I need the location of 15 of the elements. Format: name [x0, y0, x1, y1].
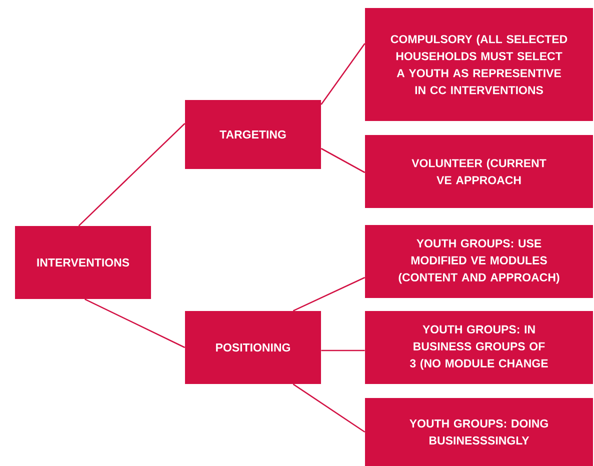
connector-line	[292, 384, 366, 433]
process-box: YOUTH GROUPS: IN BUSINESS GROUPS OF 3 (NO MODULE CHANGE	[365, 311, 593, 384]
process-box: VOLUNTEER (CURRENT VE APPROACH	[365, 135, 593, 208]
connector-line	[84, 298, 186, 348]
connector-line	[321, 350, 365, 352]
connector-line	[320, 43, 366, 105]
process-box: COMPULSORY (ALL SELECTED HOUSEHOLDS MUST SELECT A YOUTH AS REPRESENTIVE IN CC INTERVENTIONS	[365, 8, 593, 121]
connector-line	[78, 123, 186, 226]
process-box: POSITIONING	[185, 311, 321, 384]
process-box: INTERVENTIONS	[15, 226, 151, 299]
process-box: YOUTH GROUPS: USE MODIFIED VE MODULES (CONTENT AND APPROACH)	[365, 225, 593, 298]
connector-line	[320, 148, 366, 174]
connector-line	[292, 276, 366, 312]
process-box: YOUTH GROUPS: DOING BUSINESSSINGLY	[365, 398, 593, 466]
process-box: TARGETING	[185, 100, 321, 169]
